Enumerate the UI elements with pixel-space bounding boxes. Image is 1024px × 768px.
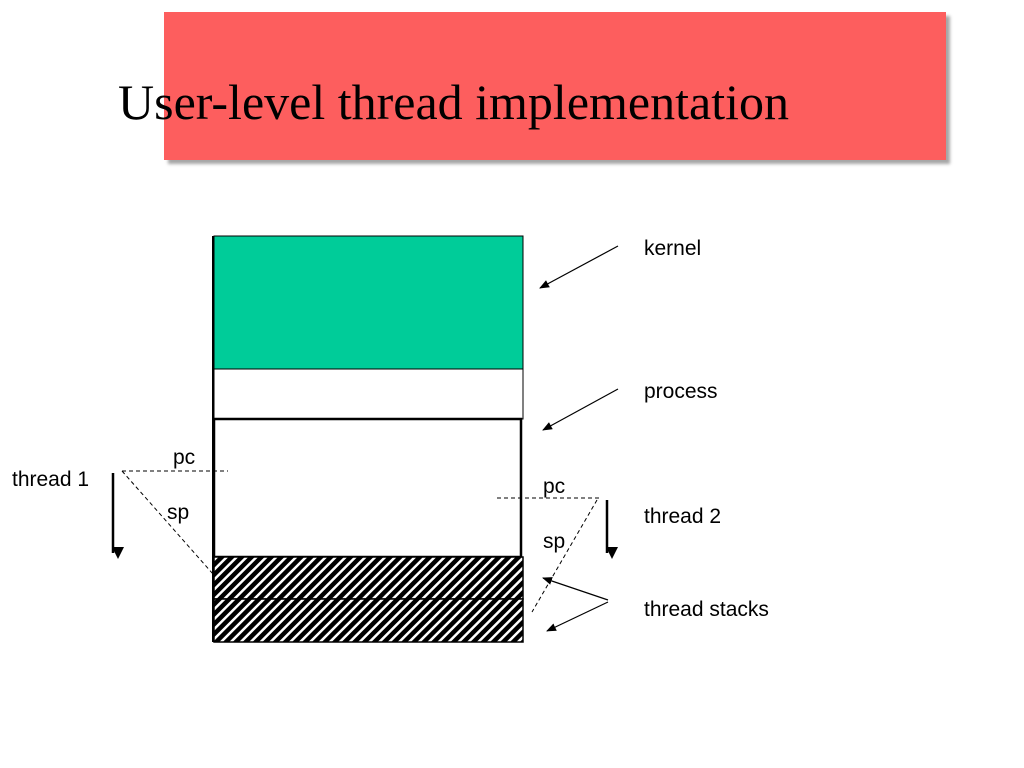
process-pointer-arrow	[542, 388, 619, 431]
title-banner	[164, 12, 946, 160]
process-region	[213, 368, 524, 420]
process-label: process	[644, 380, 718, 403]
thread1-sp-line	[121, 470, 214, 575]
thread1-sp-label: sp	[167, 501, 189, 524]
stack-pointer-arrow-upper	[542, 577, 609, 601]
kernel-region	[213, 235, 524, 370]
thread2-label: thread 2	[644, 505, 721, 528]
thread1-pc-label: pc	[173, 446, 195, 469]
process-heap-region	[212, 417, 523, 559]
thread-stack-2	[213, 598, 524, 643]
thread1-label: thread 1	[12, 468, 89, 491]
thread2-pc-label: pc	[543, 475, 565, 498]
kernel-label: kernel	[644, 237, 701, 260]
thread-stack-1	[213, 556, 524, 600]
stack-pointer-arrow-lower	[546, 601, 609, 632]
thread-stacks-label: thread stacks	[644, 598, 769, 621]
thread2-sp-label: sp	[543, 530, 565, 553]
slide-title: User-level thread implementation	[118, 74, 789, 130]
kernel-pointer-arrow	[539, 245, 619, 289]
thread2-sp-line	[531, 499, 598, 613]
